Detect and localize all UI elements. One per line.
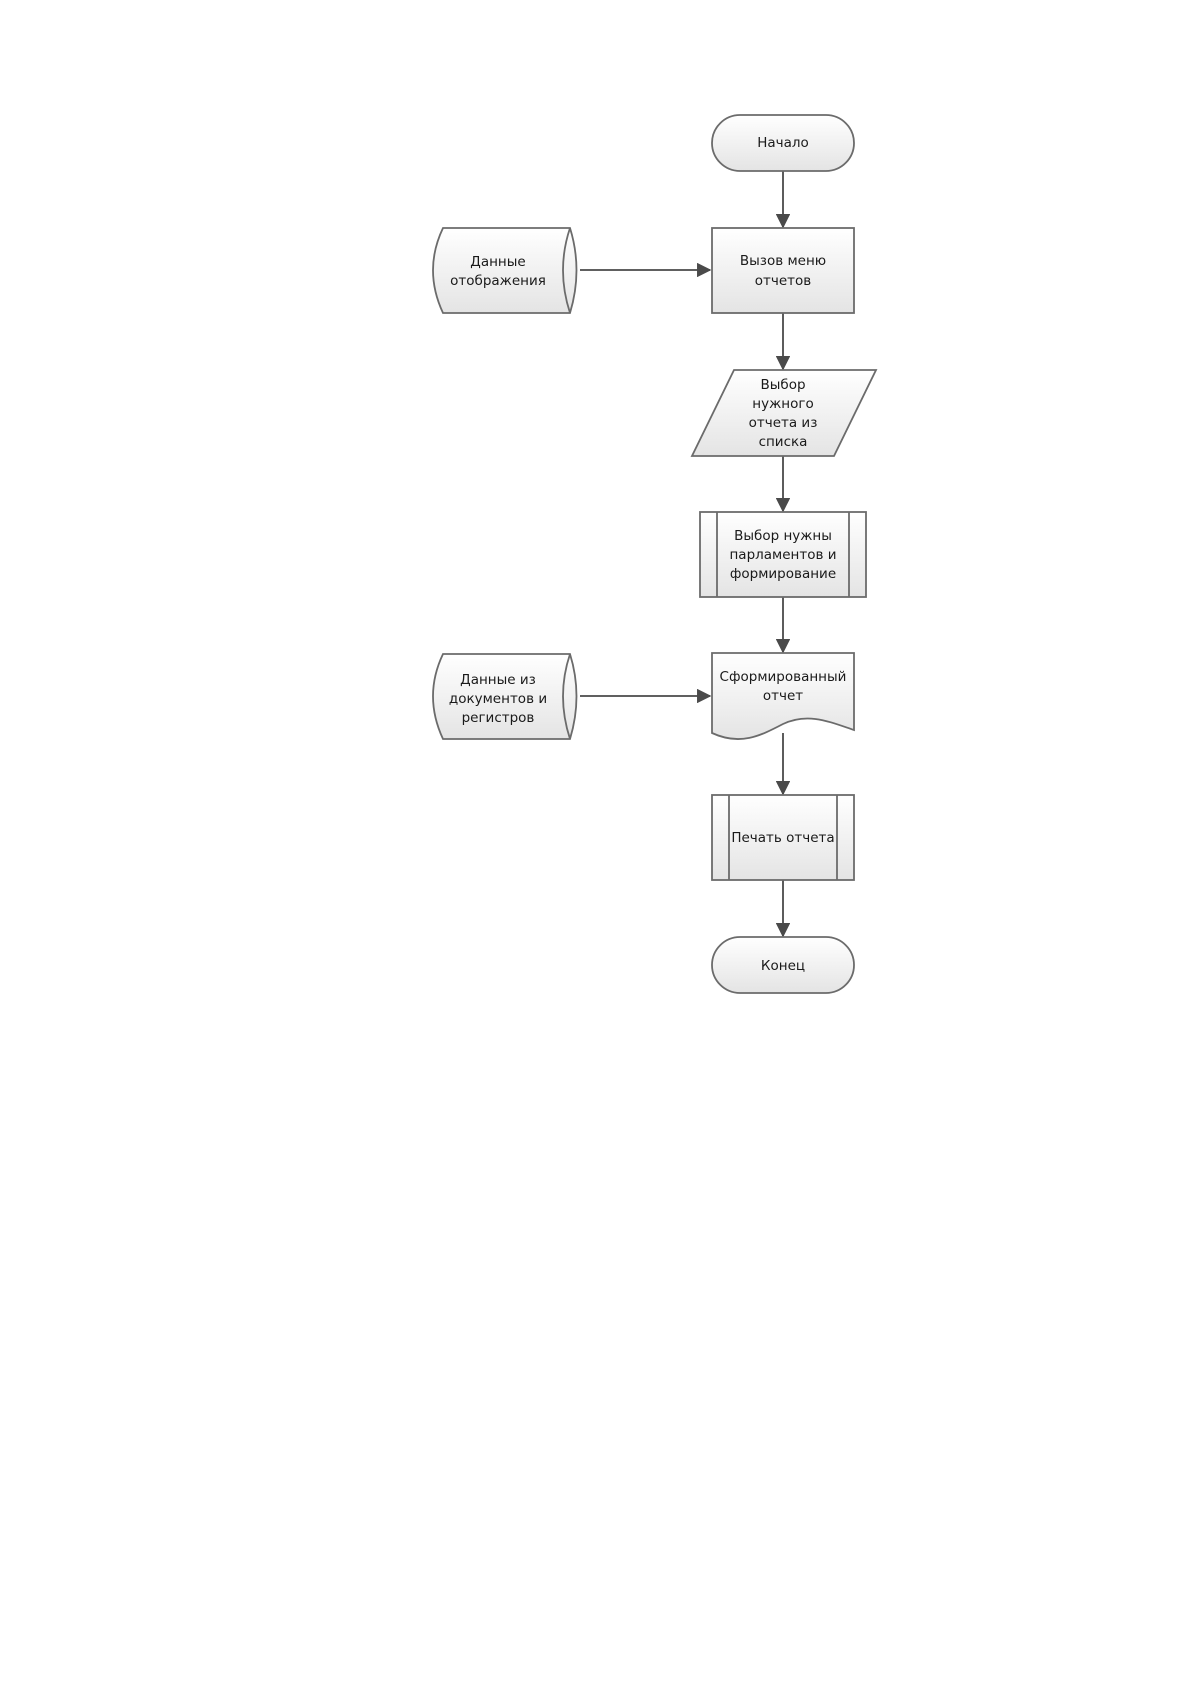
node-formed-report: Сформированный отчет [712,653,854,739]
node-display-data: Данные отображения [433,228,577,313]
node-print-label: Печать отчета [731,830,834,846]
node-menu-call-line-2: отчетов [755,273,812,289]
node-end: Конец [712,937,854,993]
node-docs-data: Данные из документов и регистров [433,654,577,739]
node-docs-data-line-2: документов и [449,691,547,707]
node-formed-report-line-2: отчет [763,688,803,704]
node-menu-call: Вызов меню отчетов [712,228,854,313]
node-select-report: Выбор нужного отчета из списка [692,370,876,456]
node-params-line-2: парламентов и [729,547,836,563]
node-params: Выбор нужны парламентов и формирование [700,512,866,597]
node-select-report-line-2: нужного [752,396,813,412]
node-docs-data-line-3: регистров [462,710,535,726]
node-start: Начало [712,115,854,171]
node-display-data-line-1: Данные [470,254,525,270]
node-display-data-line-2: отображения [450,273,546,289]
node-formed-report-line-1: Сформированный [720,669,847,685]
node-params-line-3: формирование [730,566,836,582]
node-docs-data-line-1: Данные из [460,672,536,688]
node-start-label: Начало [757,135,809,151]
node-select-report-line-3: отчета из [749,415,818,431]
node-select-report-line-4: списка [759,434,808,450]
node-params-line-1: Выбор нужны [734,528,832,544]
node-menu-call-line-1: Вызов меню [740,253,826,269]
node-end-label: Конец [761,958,805,974]
node-select-report-line-1: Выбор [760,377,805,393]
node-print: Печать отчета [712,795,854,880]
